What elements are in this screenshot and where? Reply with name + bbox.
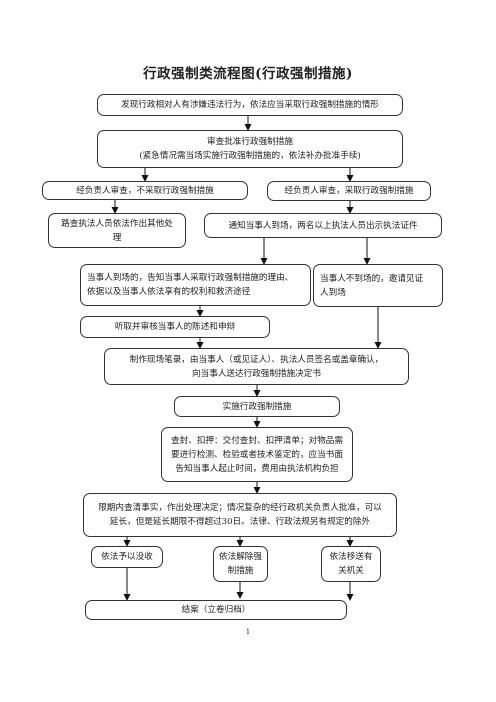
node-present: 当事人到场的，告知当事人采取行政强制措施的理由、 依据以及当事人依法享有的权利和…: [80, 264, 311, 306]
node-implement: 实施行政强制措施: [174, 396, 340, 417]
node-deadline: 限期内查清事实，作出处理决定；情况复杂的经行政机关负责人批准，可以 延长，但是延…: [83, 493, 397, 537]
node-hear: 听取并审核当事人的陈述和申辩: [80, 316, 270, 338]
node-release: 依法解除强 制措施: [213, 546, 268, 582]
node-notify: 通知当事人到场，两名以上执法人员出示执法证件: [204, 213, 442, 238]
node-confiscate: 依法予以没收: [91, 546, 163, 568]
node-record: 制作现场笔录，由当事人（或见证人）、执法人员签名或盖章确认， 向当事人送达行政强…: [104, 348, 409, 385]
node-absent: 当事人不到场的，邀请见证 人到场: [313, 264, 443, 307]
page-title: 行政强制类流程图(行政强制措施): [143, 66, 353, 82]
node-discover: 发现行政相对人有涉嫌违法行为，依法应当采取行政强制措施的情形: [97, 94, 403, 116]
node-take-measure: 经负责人审查，采取行政强制措施: [267, 181, 431, 201]
node-transfer: 依法移送有 关机关: [321, 546, 381, 582]
node-seize: 查封、扣押：交付查封、扣押清单；对物品需 要进行检测、检验或者技术鉴定的，应当书…: [161, 427, 353, 482]
node-close: 结案（立卷归档）: [85, 600, 347, 620]
page-number: 1: [245, 628, 251, 636]
node-no-measure: 经负责人审查，不采取行政强制措施: [42, 181, 248, 200]
node-other-handling: 路查执法人员依法作出其他处 理: [48, 213, 186, 248]
node-approve: 审查批准行政强制措施 (紧急情况需当场实施行政强制措施的，依法补办批准手续): [97, 130, 403, 168]
